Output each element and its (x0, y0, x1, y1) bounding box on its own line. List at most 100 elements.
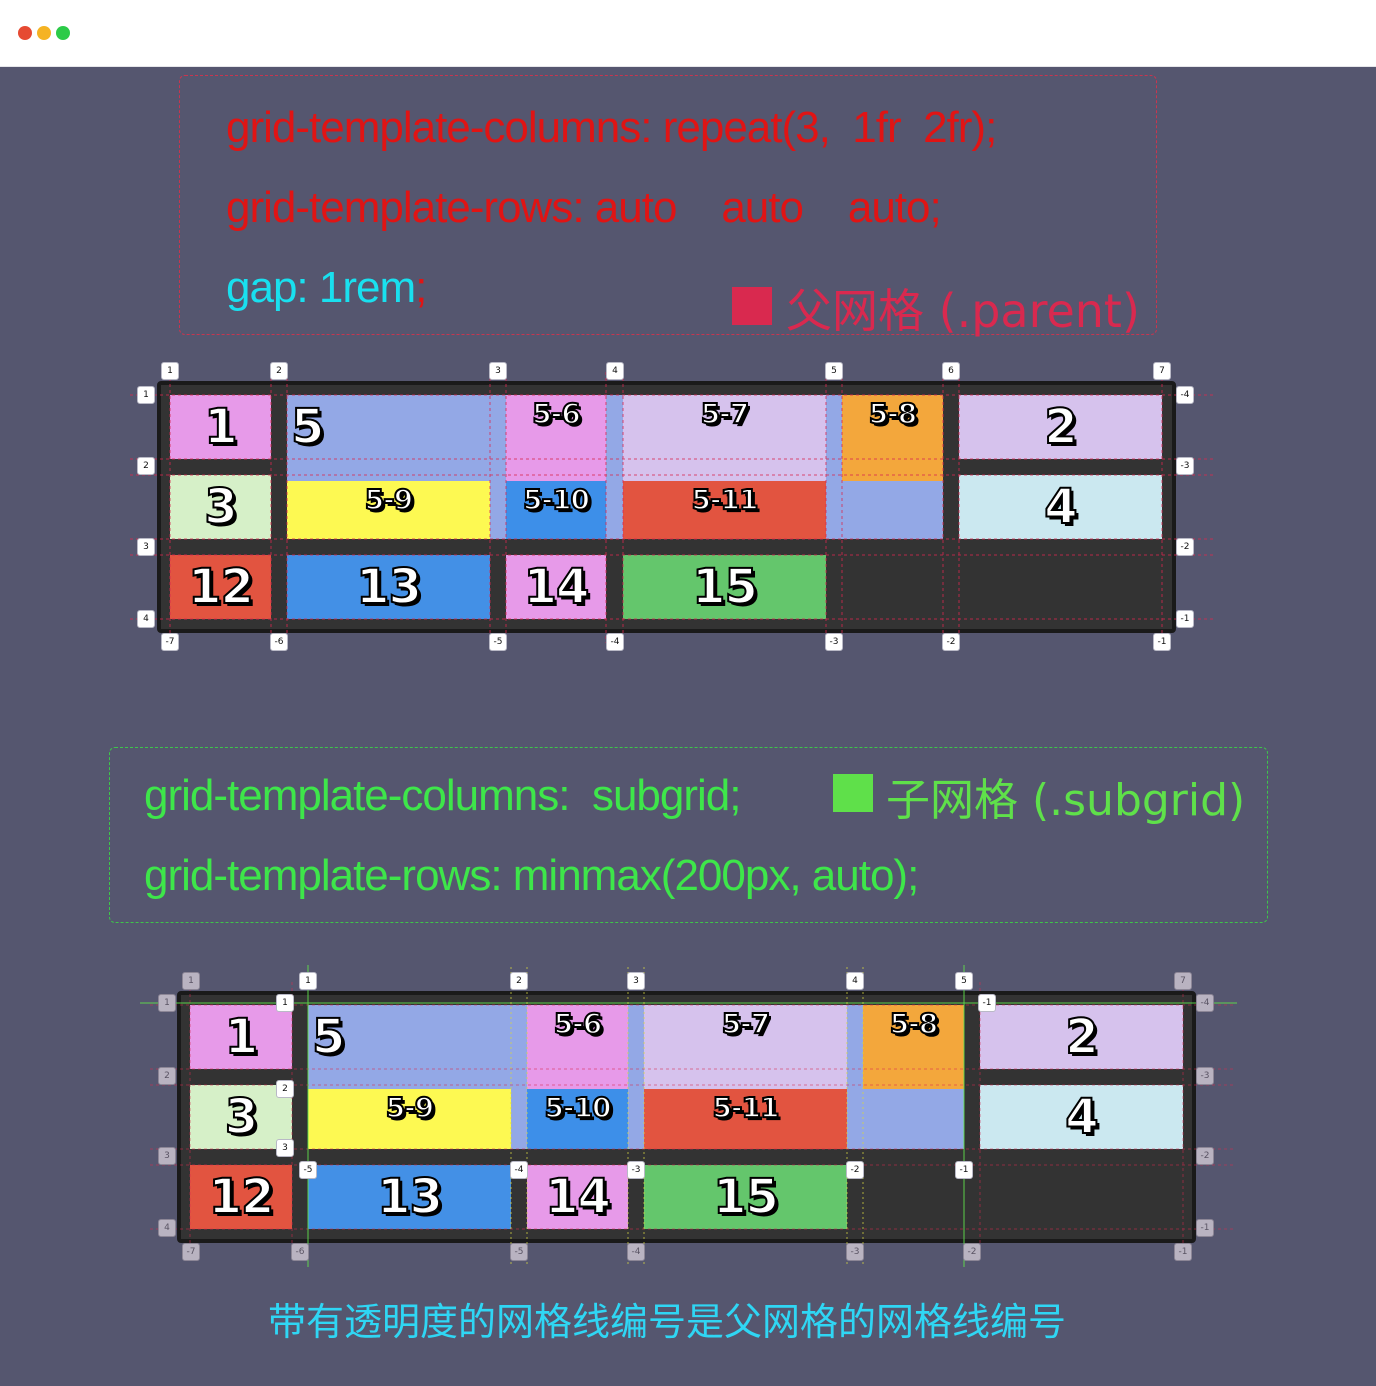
parent-swatch (732, 287, 772, 325)
minimize-dot-icon[interactable] (37, 26, 51, 40)
sub-item-5-extra (863, 1089, 964, 1149)
row-line-neg-3: -3 (1176, 457, 1194, 475)
sub-col-line-neg-2: -2 (846, 1161, 864, 1179)
sub-item-4: 4 (980, 1085, 1183, 1149)
col-line-7: 7 (1153, 362, 1171, 380)
sub-item-12: 12 (190, 1165, 292, 1229)
sub-col-line-3: 3 (627, 972, 645, 990)
item-13: 13 (287, 555, 490, 619)
parent-row-line-3: 3 (158, 1147, 176, 1165)
parent-row-line-neg-4: -4 (1196, 994, 1214, 1012)
parent-gap-code: gap: 1rem; (226, 263, 427, 313)
parent-col-line-7: 7 (1174, 972, 1192, 990)
sub-item-5-gap-fill (511, 1005, 527, 1149)
title-bar (0, 0, 1376, 67)
sub-item-1: 1 (190, 1005, 292, 1069)
item-5-gap-fill (606, 395, 623, 539)
item-5-9: 5-9 (287, 481, 490, 539)
item-5-7: 5-7 (623, 395, 826, 481)
col-line-4: 4 (606, 362, 624, 380)
maximize-dot-icon[interactable] (56, 26, 70, 40)
sub-col-line-neg-3: -3 (627, 1161, 645, 1179)
col-line-neg-6: -6 (270, 633, 288, 651)
sub-row-line-3: 3 (276, 1139, 294, 1157)
col-line-neg-1: -1 (1153, 633, 1171, 651)
sub-item-5-9: 5-9 (308, 1089, 511, 1149)
parent-col-line-neg-1: -1 (1174, 1243, 1192, 1261)
sub-col-line-neg-4: -4 (510, 1161, 528, 1179)
row-line-4: 4 (137, 610, 155, 628)
parent-row-line-neg-3: -3 (1196, 1067, 1214, 1085)
col-line-neg-7: -7 (161, 633, 179, 651)
parent-row-line-1: 1 (158, 994, 176, 1012)
parent-row-line-4: 4 (158, 1219, 176, 1237)
close-dot-icon[interactable] (18, 26, 32, 40)
sub-item-15: 15 (644, 1165, 847, 1229)
col-line-neg-2: -2 (942, 633, 960, 651)
sub-item-5: 5 (308, 1005, 511, 1089)
item-5-extra (842, 481, 943, 539)
item-3: 3 (170, 475, 271, 539)
sub-item-5-gap-fill (628, 1005, 644, 1149)
item-1: 1 (170, 395, 271, 459)
col-line-6: 6 (942, 362, 960, 380)
sub-item-5-10: 5-10 (527, 1089, 628, 1149)
row-line-3: 3 (137, 538, 155, 556)
sub-col-line-2: 2 (510, 972, 528, 990)
item-2: 2 (959, 395, 1162, 459)
subgrid-rows-code: grid-template-rows: minmax(200px, auto); (144, 851, 919, 900)
parent-row-line-2: 2 (158, 1067, 176, 1085)
row-line-neg-4: -4 (1176, 386, 1194, 404)
demo-canvas: grid-template-columns: repeat(3, 1fr 2fr… (0, 67, 1376, 1386)
row-line-2: 2 (137, 457, 155, 475)
sub-item-3: 3 (190, 1085, 292, 1149)
item-5-10: 5-10 (506, 481, 606, 539)
subgrid-columns-code: grid-template-columns: subgrid; (144, 771, 741, 820)
parent-col-line-neg-2: -2 (963, 1243, 981, 1261)
sub-col-line-1: 1 (299, 972, 317, 990)
item-5-11: 5-11 (623, 481, 826, 539)
row-line-1: 1 (137, 386, 155, 404)
col-line-2: 2 (270, 362, 288, 380)
sub-item-2: 2 (980, 1005, 1183, 1069)
parent-columns-code: grid-template-columns: repeat(3, 1fr 2fr… (226, 103, 997, 152)
item-15: 15 (623, 555, 826, 619)
sub-item-5-6: 5-6 (527, 1005, 628, 1089)
item-5-6: 5-6 (506, 395, 606, 481)
sub-item-5-11: 5-11 (644, 1089, 847, 1149)
item-4: 4 (959, 475, 1162, 539)
parent-col-line-neg-5: -5 (510, 1243, 528, 1261)
col-line-neg-3: -3 (825, 633, 843, 651)
parent-col-line-neg-4: -4 (627, 1243, 645, 1261)
item-14: 14 (506, 555, 606, 619)
sub-item-13: 13 (308, 1165, 511, 1229)
sub-row-line-1: 1 (276, 994, 294, 1012)
sub-col-line-4: 4 (846, 972, 864, 990)
parent-grid-lines (130, 372, 1215, 643)
footnote: 带有透明度的网格线编号是父网格的网格线编号 (268, 1300, 1067, 1344)
sub-item-5-7: 5-7 (644, 1005, 847, 1089)
parent-rows-code: grid-template-rows: auto auto auto; (226, 183, 942, 232)
item-12: 12 (170, 555, 271, 619)
parent-row-line-neg-1: -1 (1196, 1219, 1214, 1237)
row-line-neg-1: -1 (1176, 610, 1194, 628)
sub-item-5-gap-fill (847, 1005, 863, 1149)
parent-col-line-neg-7: -7 (182, 1243, 200, 1261)
parent-col-line-neg-3: -3 (846, 1243, 864, 1261)
col-line-3: 3 (489, 362, 507, 380)
item-5-gap-fill (826, 395, 842, 539)
col-line-1: 1 (161, 362, 179, 380)
parent-code-box (179, 75, 1157, 335)
sub-item-5-8: 5-8 (863, 1005, 964, 1089)
col-line-neg-4: -4 (606, 633, 624, 651)
col-line-5: 5 (825, 362, 843, 380)
parent-row-line-neg-2: -2 (1196, 1147, 1214, 1165)
sub-col-line-5: 5 (955, 972, 973, 990)
sub-item-14: 14 (527, 1165, 628, 1229)
sub-row-line-2: 2 (276, 1080, 294, 1098)
sub-col-line-neg-1: -1 (955, 1161, 973, 1179)
item-5-8: 5-8 (842, 395, 943, 481)
parent-col-line-neg-6: -6 (291, 1243, 309, 1261)
subgrid-code-box (109, 747, 1268, 923)
